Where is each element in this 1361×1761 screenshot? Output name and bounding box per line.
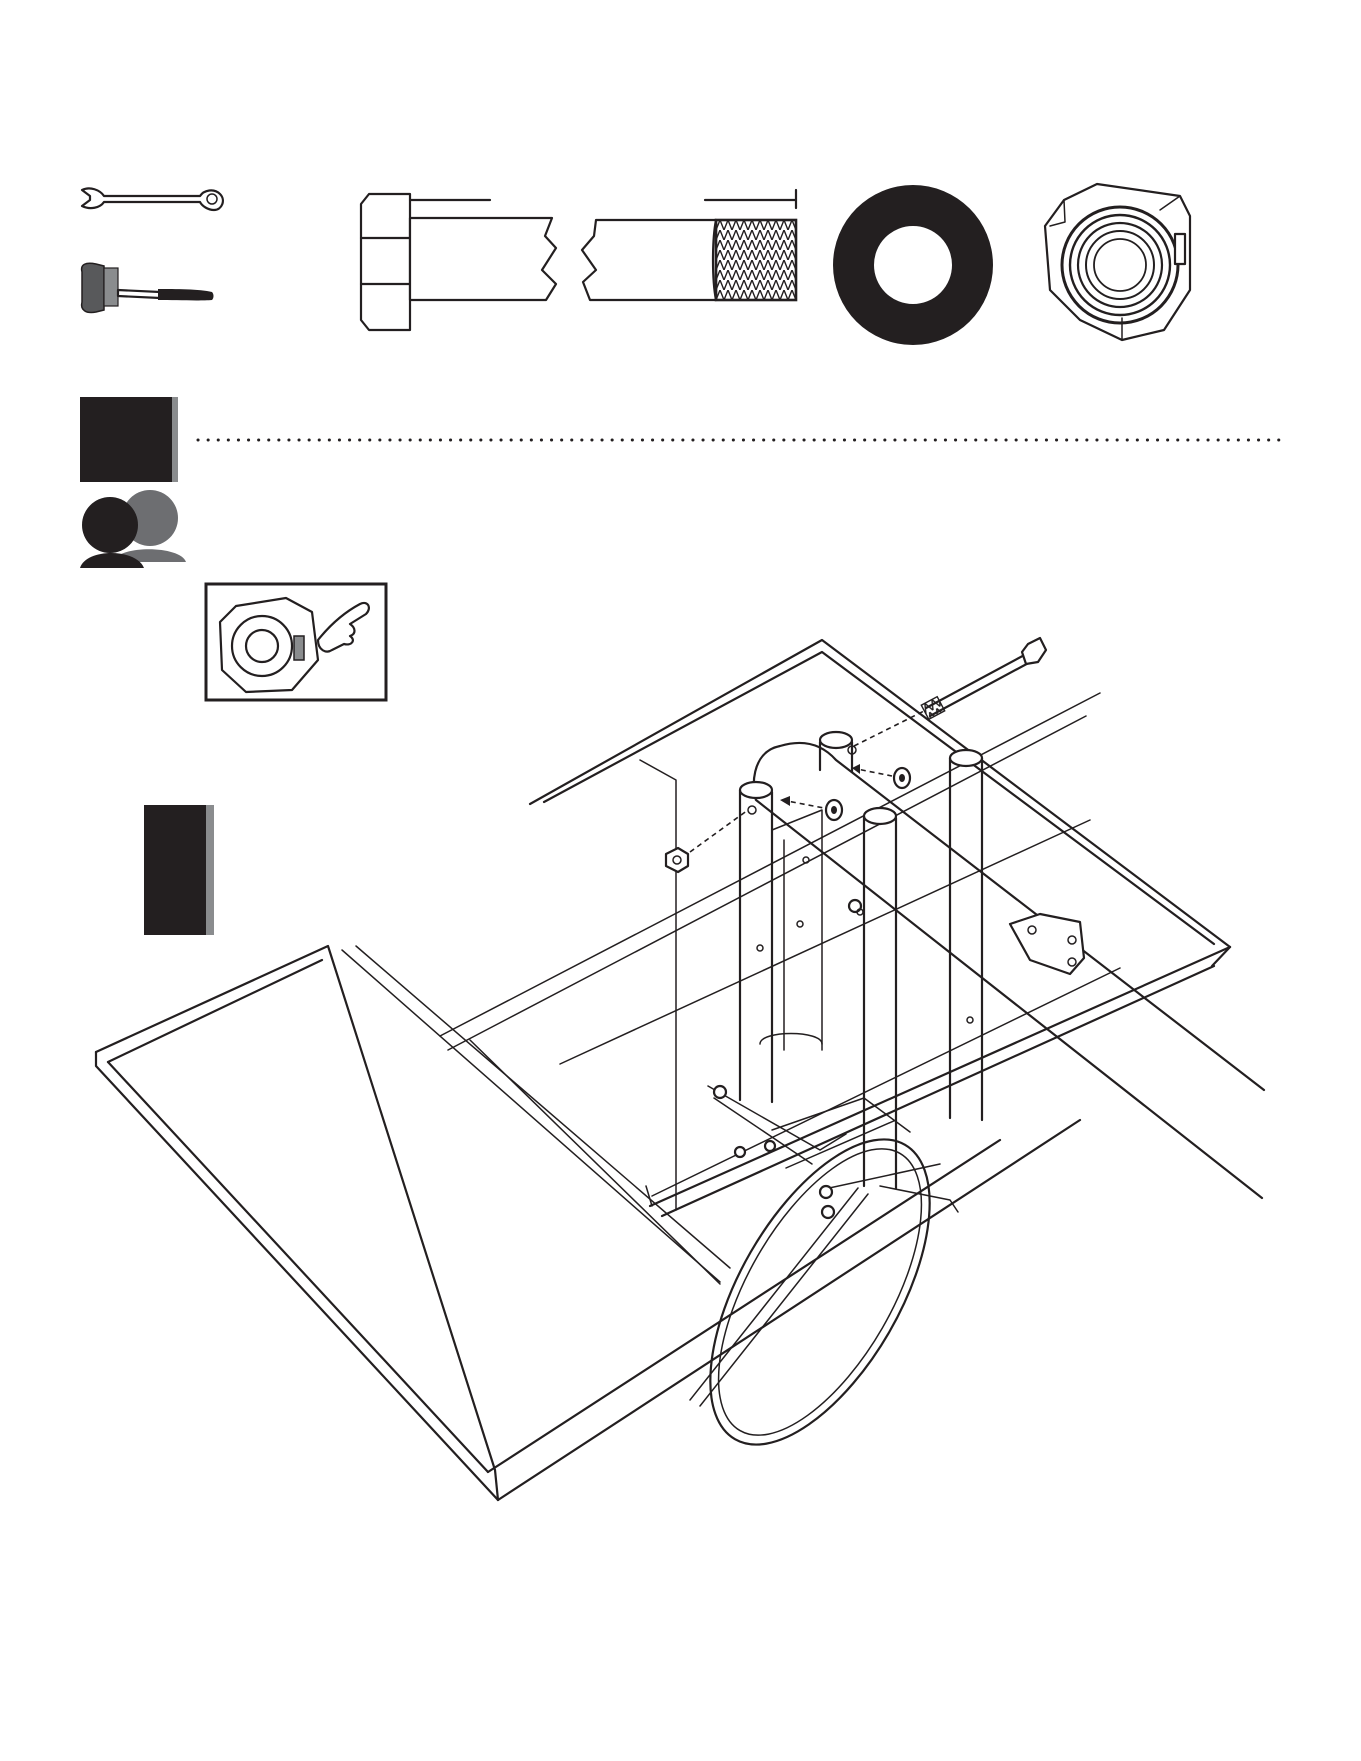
view-badge [144,805,214,935]
step-number-badge [80,397,178,482]
lock-nut-detail-inset [206,584,386,700]
mounting-brackets [708,732,982,1218]
wrench-icon [82,188,223,210]
rubber-mallet-icon [82,263,214,312]
two-person-icon [80,490,186,568]
washer-diagram [833,185,993,345]
hex-bolt-diagram [361,190,796,330]
lock-nut-diagram [1045,184,1190,340]
rim-hoop [666,1105,975,1479]
backboard-frame [96,640,1230,1500]
